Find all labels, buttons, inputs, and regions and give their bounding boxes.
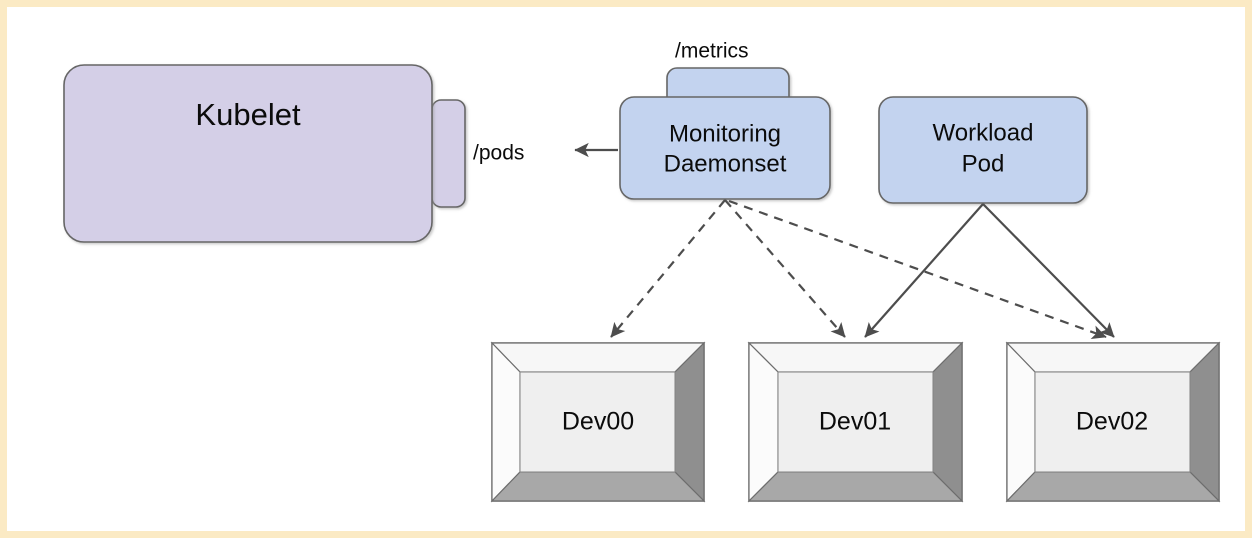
edge-workload-to-dev02 xyxy=(982,203,1115,338)
workload-pod-label-line2: Pod xyxy=(962,150,1005,177)
metrics-edge-label: /metrics xyxy=(675,40,749,63)
pods-tab[interactable] xyxy=(431,99,466,208)
node-dev00[interactable]: Dev00 xyxy=(490,341,706,503)
node-dev02[interactable]: Dev02 xyxy=(1005,341,1221,503)
monitoring-daemonset-label-line2: Daemonset xyxy=(664,150,787,177)
pods-edge-label: /pods xyxy=(473,142,524,165)
node-dev01[interactable]: Dev01 xyxy=(747,341,964,503)
monitoring-daemonset-label-line1: Monitoring xyxy=(669,120,781,147)
dev01-label: Dev01 xyxy=(819,408,891,436)
kubelet-label: Kubelet xyxy=(195,97,301,132)
workload-pod-label-line1: Workload xyxy=(933,119,1034,146)
dev02-label: Dev02 xyxy=(1076,408,1148,436)
node-monitoring-daemonset[interactable]: Monitoring Daemonset xyxy=(619,96,831,200)
dev00-label: Dev00 xyxy=(562,408,634,436)
node-workload-pod[interactable]: Workload Pod xyxy=(878,96,1088,204)
edge-daemonset-to-dev00 xyxy=(610,199,726,338)
edge-workload-to-dev01 xyxy=(864,203,984,338)
node-kubelet[interactable]: Kubelet xyxy=(63,64,433,243)
diagram-svg: Kubelet Monitoring Daemonset Workload Po… xyxy=(63,40,1221,503)
edge-daemonset-to-dev01 xyxy=(724,199,846,338)
edge-daemonset-to-dev02 xyxy=(728,199,1107,340)
